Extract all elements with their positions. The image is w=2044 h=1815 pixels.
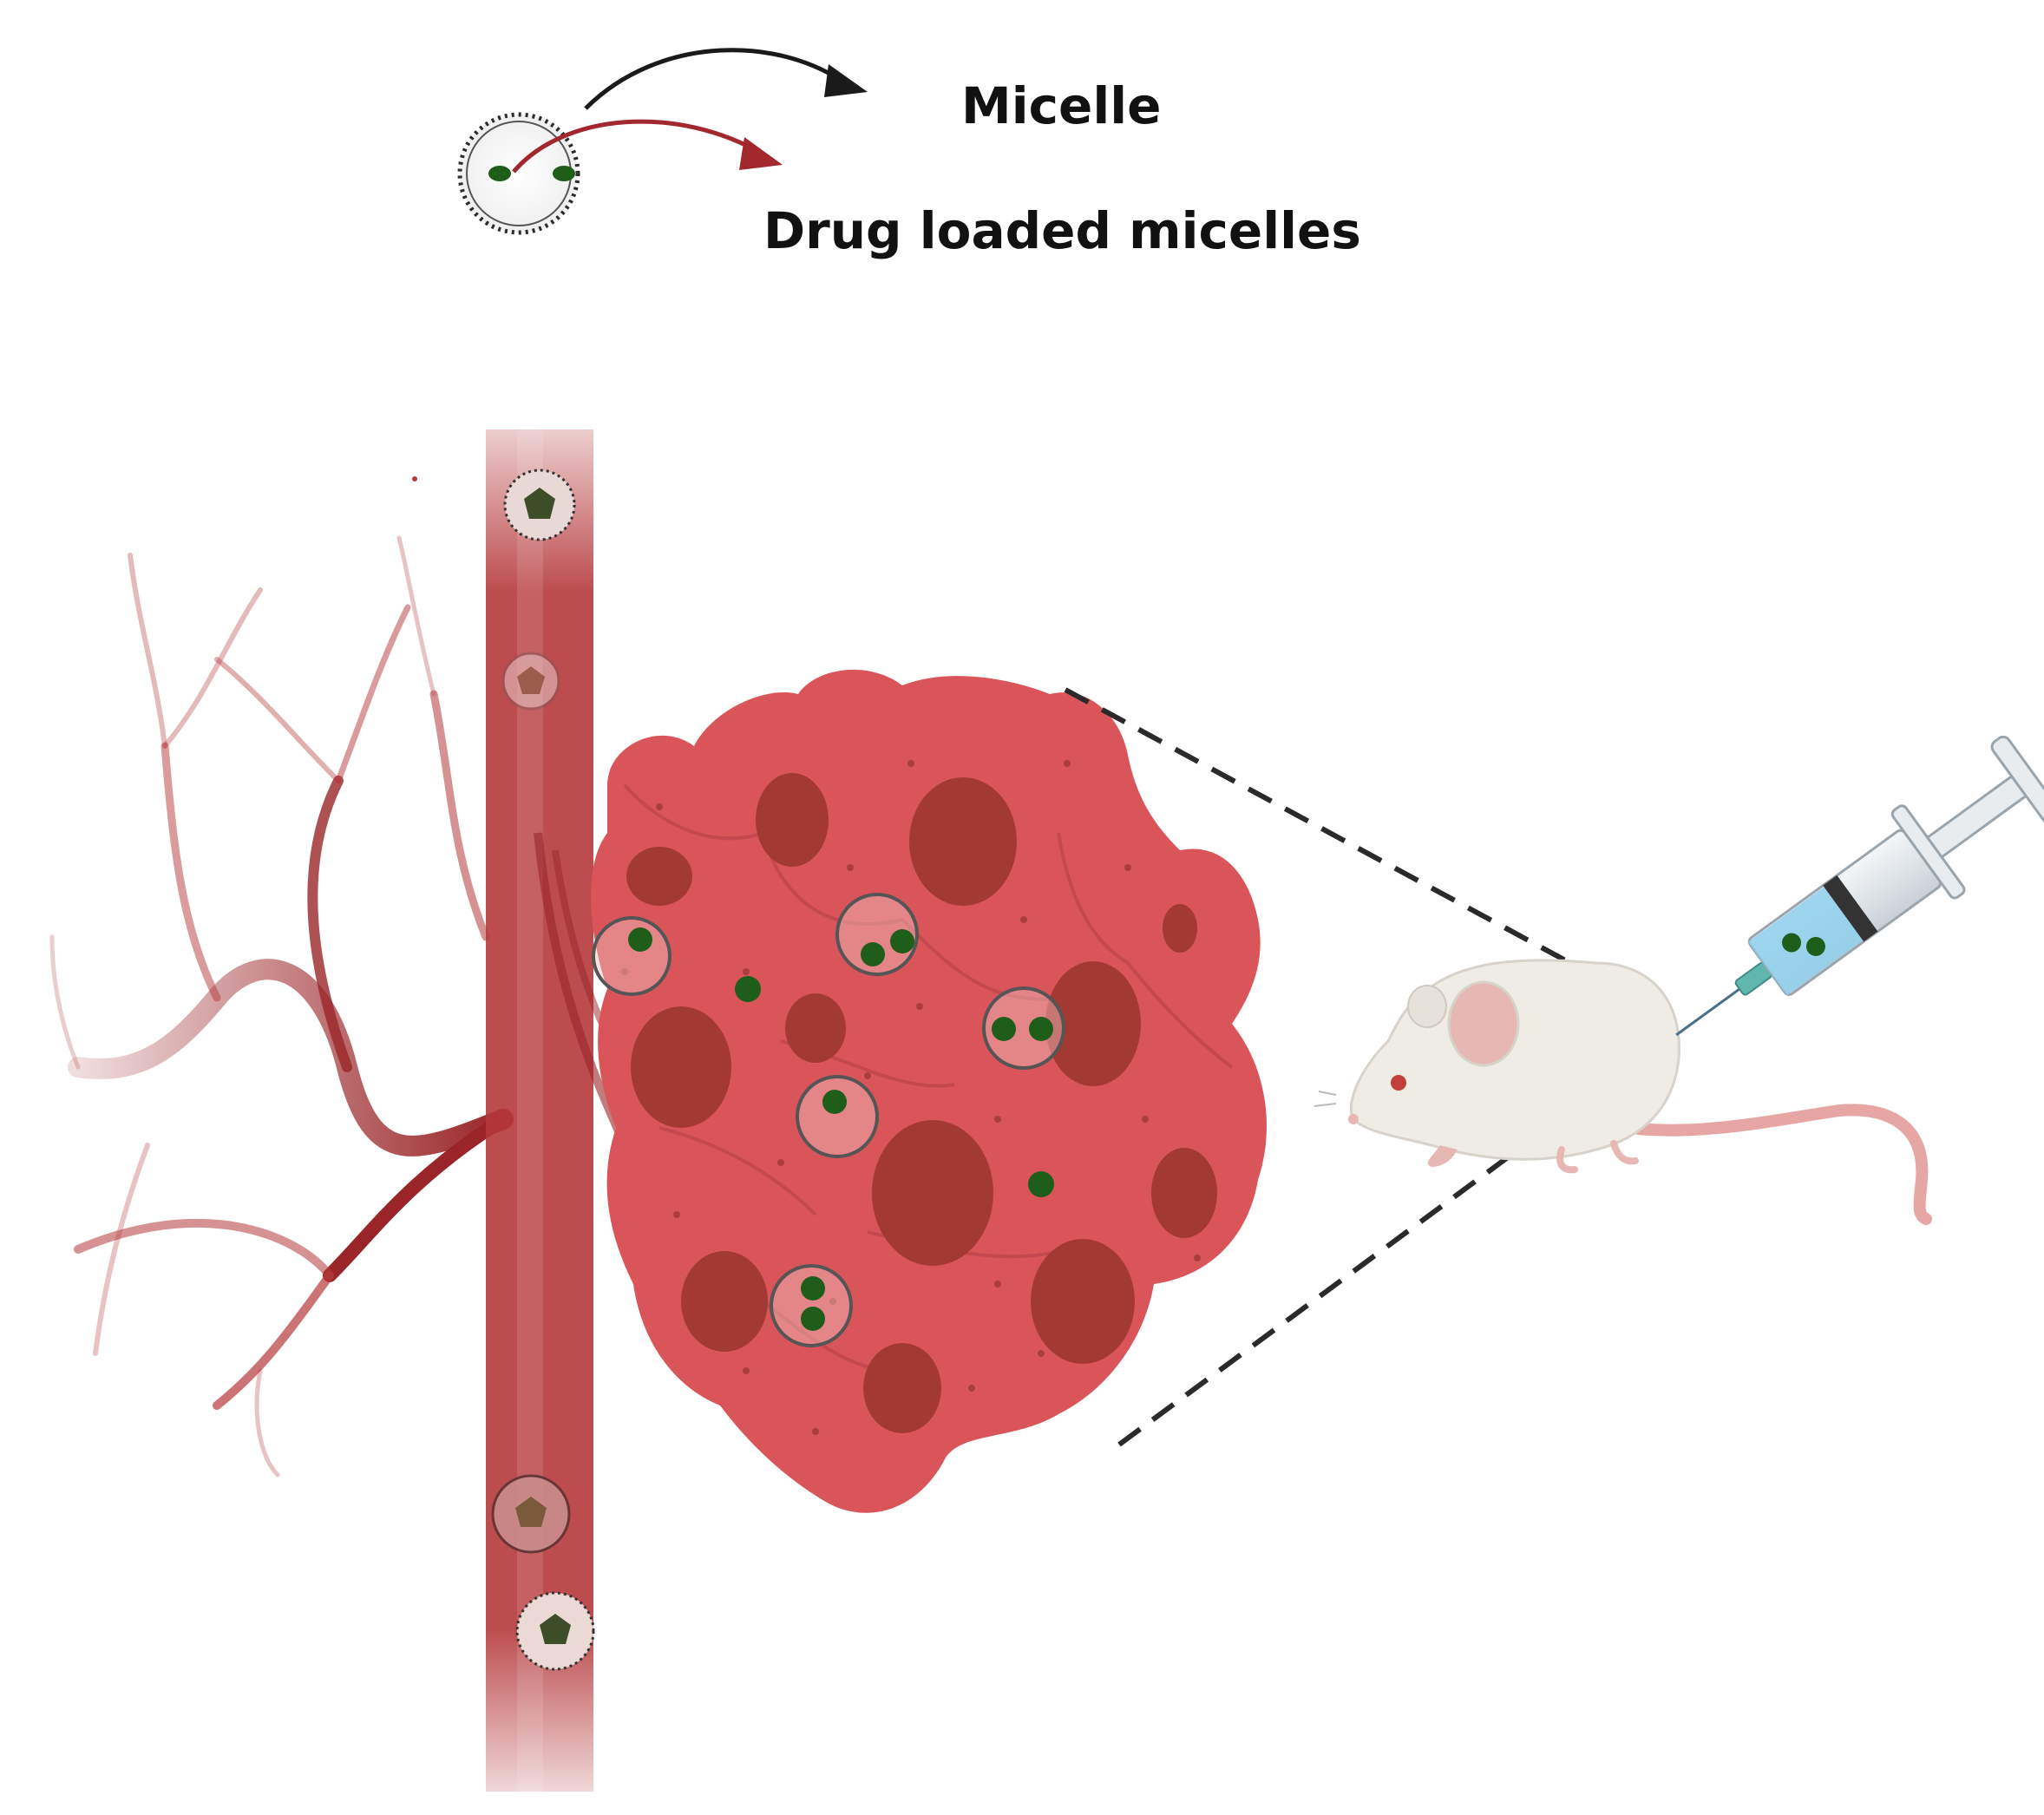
vessel-micelle — [491, 1474, 571, 1554]
micelle-arrow — [584, 48, 852, 110]
micelle-label: Micelle — [961, 76, 1162, 135]
blood-vessel — [412, 429, 637, 1792]
red-speck — [412, 476, 417, 482]
syringe-icon — [1675, 735, 2044, 1037]
mouse-icon — [1314, 959, 1932, 1225]
tumor-micelle — [592, 916, 672, 996]
vessel-micelle — [501, 652, 560, 711]
micelle-arrowhead — [824, 64, 868, 97]
legend — [457, 48, 868, 235]
tumor-micelle — [835, 893, 919, 976]
zoom-lines — [1064, 687, 1676, 1447]
tumor-micelle — [770, 1264, 853, 1347]
vessel-micelle — [515, 1591, 595, 1671]
free-drug — [735, 976, 761, 1002]
vessel-micelle — [503, 468, 576, 541]
drug-loaded-micelles-label: Drug loaded micelles — [763, 201, 1361, 260]
tumor-micelle — [982, 986, 1065, 1070]
branch-vessels — [49, 535, 514, 1478]
free-drug — [1028, 1171, 1054, 1197]
tumor-mass — [591, 669, 1267, 1513]
drug-arrowhead — [739, 137, 783, 170]
drug-arrow — [512, 119, 765, 174]
tumor-micelle — [796, 1075, 879, 1158]
micelle-icon — [457, 112, 580, 235]
